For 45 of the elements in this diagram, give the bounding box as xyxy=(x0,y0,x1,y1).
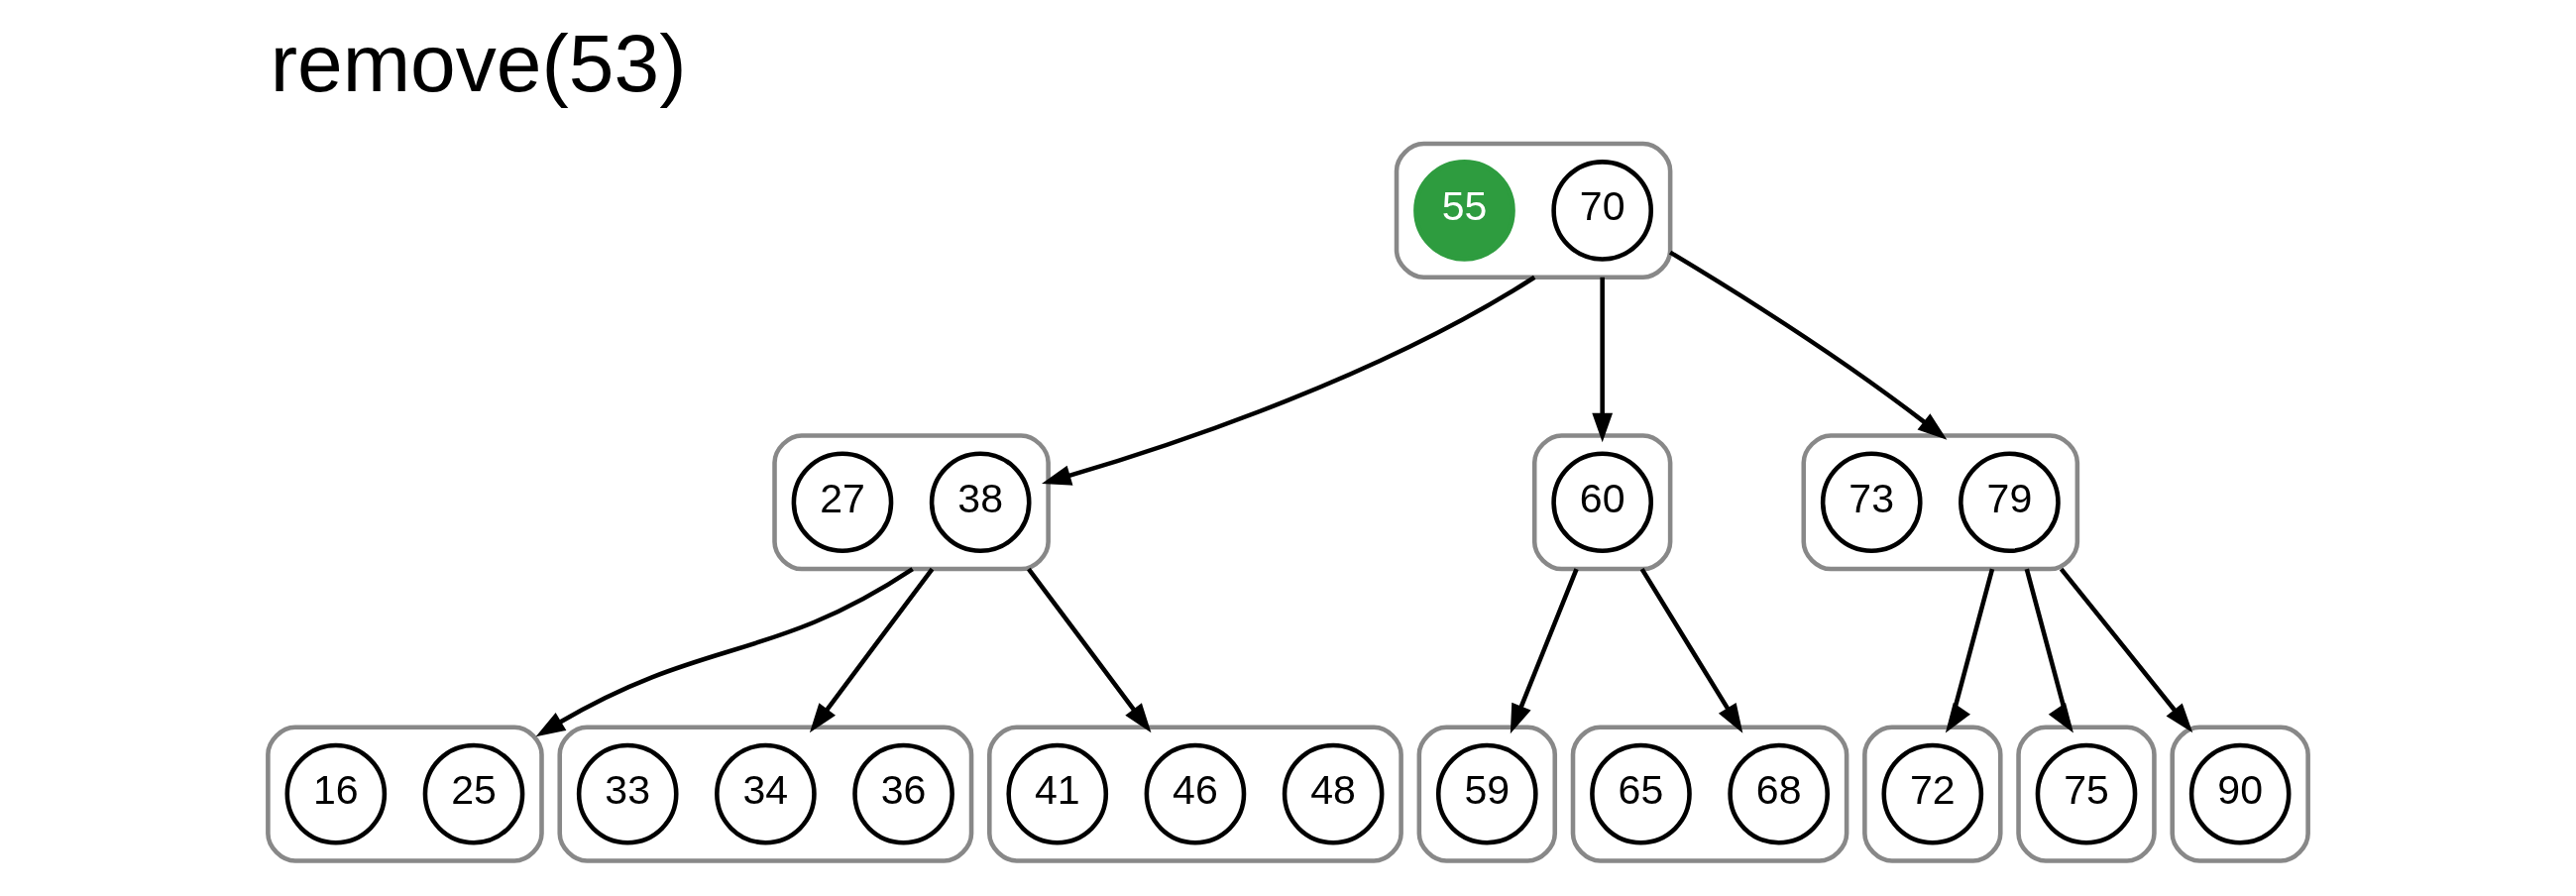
arrow xyxy=(1042,275,1536,486)
node-circle: 46 xyxy=(1144,742,1247,845)
arrow xyxy=(1668,250,1948,440)
node-circle: 75 xyxy=(2035,742,2138,845)
cluster xyxy=(2016,725,2157,863)
node-circle: 73 xyxy=(1820,451,1923,554)
arrow xyxy=(1592,277,1614,443)
cluster xyxy=(1862,725,2003,863)
node-circle: 70 xyxy=(1551,160,1653,262)
node-circle: 41 xyxy=(1006,742,1109,845)
node-circle: 90 xyxy=(2188,742,2292,845)
arrow xyxy=(1639,567,1743,733)
node-circle: 34 xyxy=(715,742,817,845)
node-circle: 33 xyxy=(576,742,679,845)
cluster xyxy=(987,725,1403,863)
cluster xyxy=(1570,725,1849,863)
arrow xyxy=(809,567,935,733)
node-circle: 65 xyxy=(1590,742,1692,845)
cluster xyxy=(1394,141,1673,280)
arrow xyxy=(1945,568,1995,733)
arrow xyxy=(1027,567,1152,733)
node-circle: 38 xyxy=(929,451,1032,554)
cluster xyxy=(772,433,1051,572)
cluster xyxy=(1416,725,1558,863)
cluster xyxy=(2170,725,2310,863)
node-circle: 55 xyxy=(1413,160,1515,262)
node-circle: 36 xyxy=(852,742,954,845)
node-circle: 79 xyxy=(1959,451,2061,554)
node-circle: 16 xyxy=(284,742,388,845)
diagram-title: remove(53) xyxy=(270,18,687,109)
cluster xyxy=(266,725,544,863)
cluster xyxy=(1801,433,2080,572)
node-circle: 25 xyxy=(422,742,525,845)
node-circle: 48 xyxy=(1282,742,1385,845)
node-circle: 59 xyxy=(1435,742,1538,845)
cluster xyxy=(557,725,974,863)
arrow xyxy=(2024,568,2073,733)
node-circle: 72 xyxy=(1881,742,1984,845)
cluster xyxy=(1531,433,1673,572)
arrow xyxy=(535,567,914,737)
arrow xyxy=(2059,567,2193,733)
node-circle: 27 xyxy=(791,451,894,554)
node-circle: 60 xyxy=(1551,451,1653,554)
node-circle: 68 xyxy=(1728,742,1830,845)
arrow xyxy=(1510,568,1579,734)
